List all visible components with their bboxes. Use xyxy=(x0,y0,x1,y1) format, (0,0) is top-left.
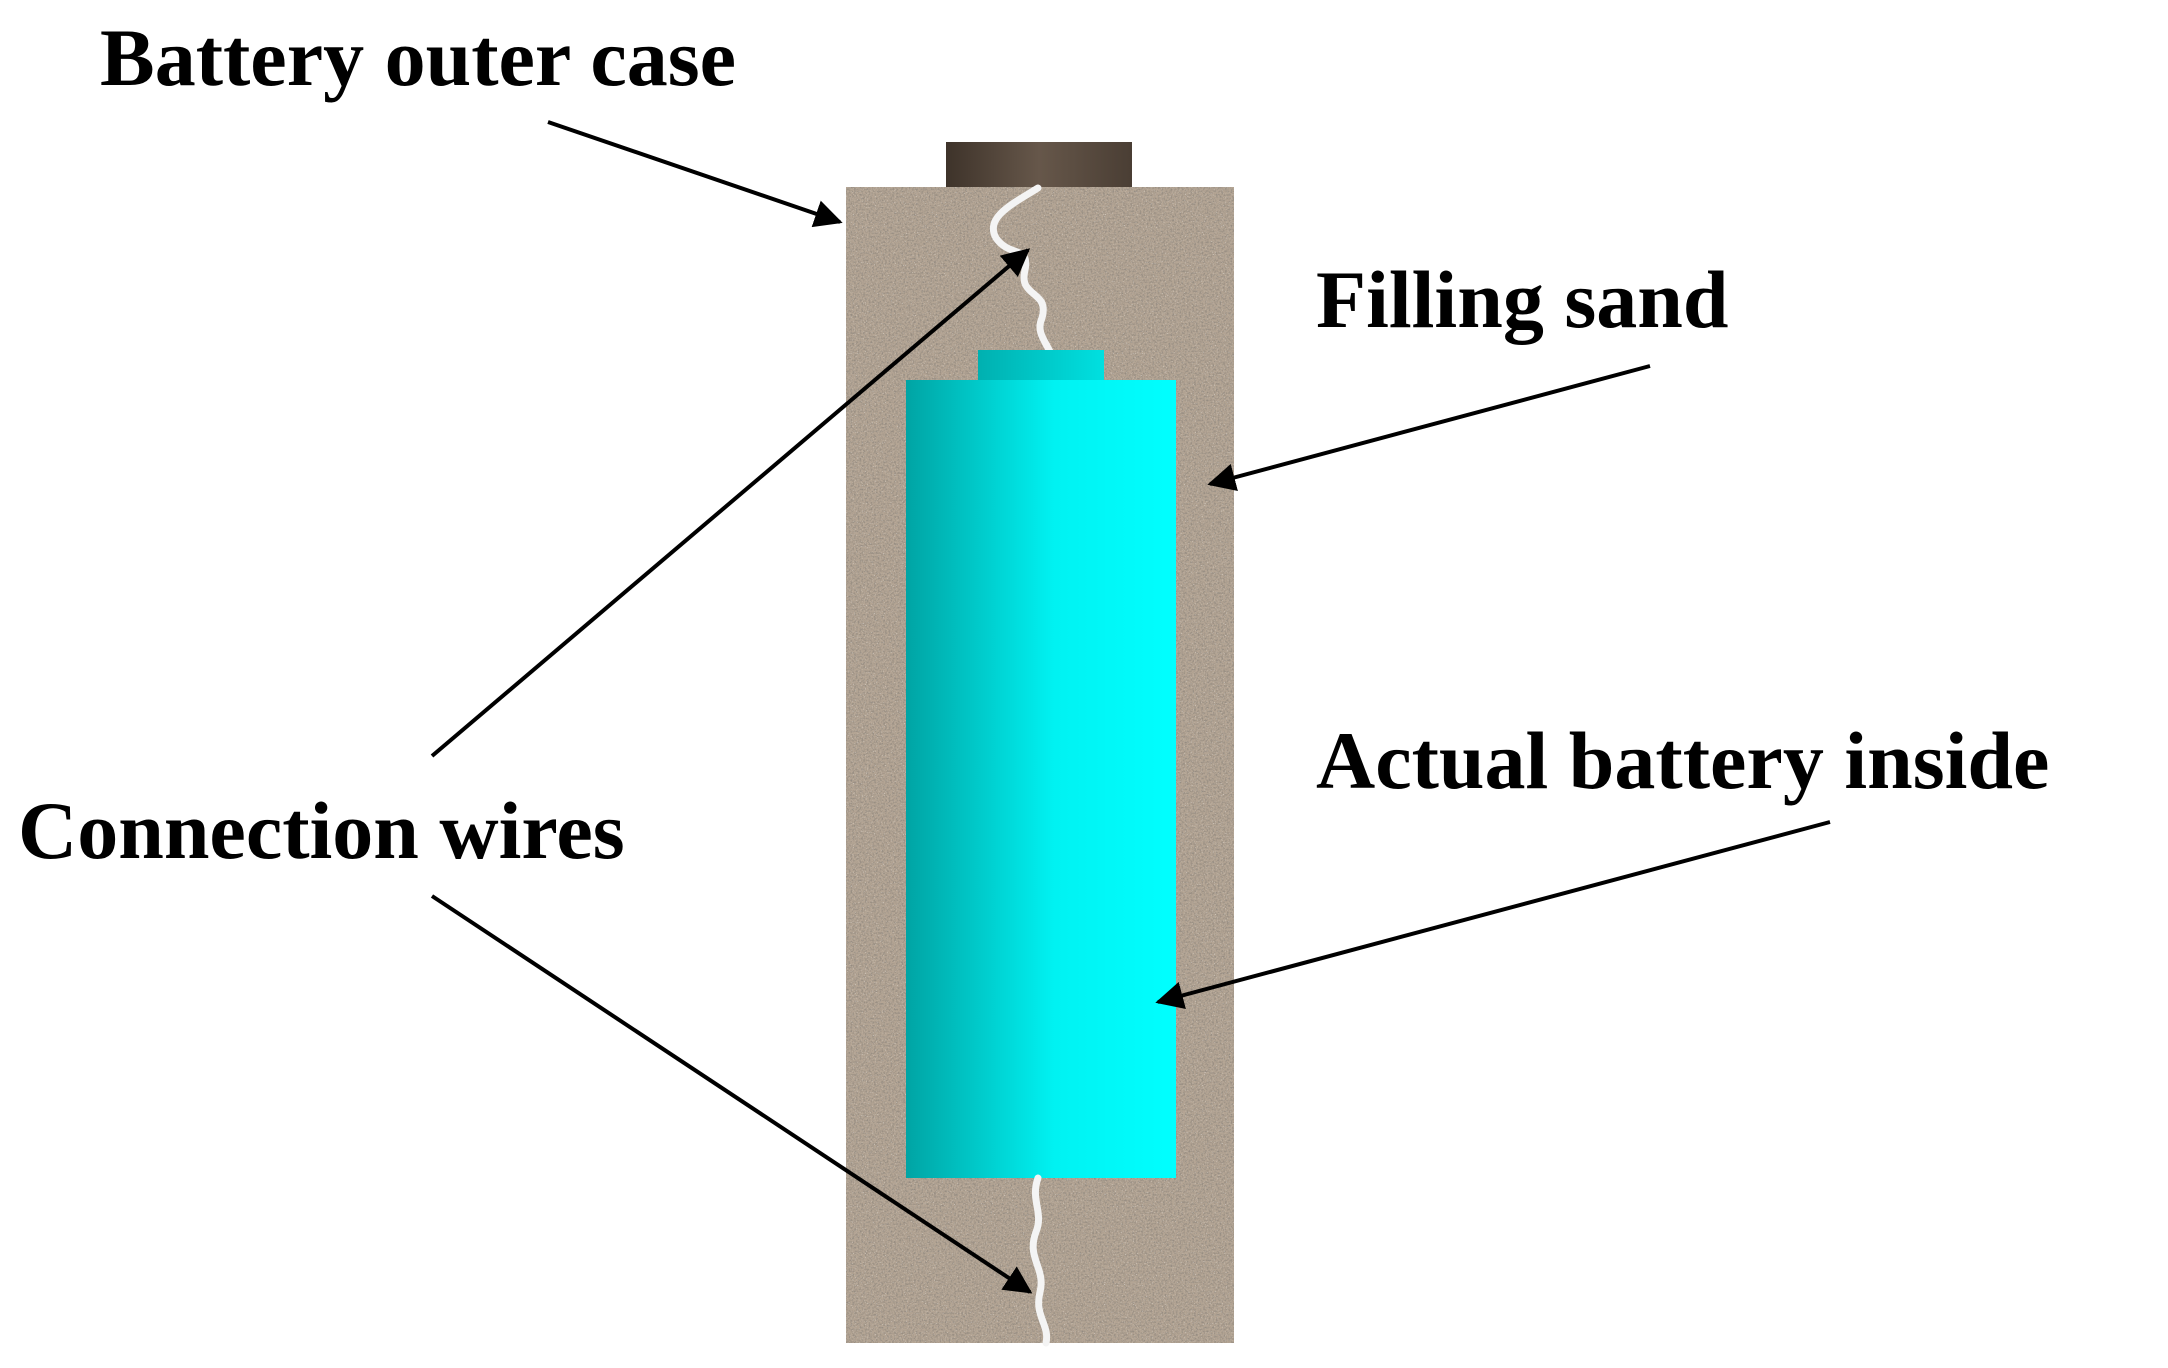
top-wire-arrow xyxy=(430,248,1031,758)
outer-case-arrow xyxy=(547,120,843,228)
bottom-wire-arrow xyxy=(430,894,1033,1294)
bottom-connection-wire xyxy=(1029,1174,1051,1347)
label-filling-sand: Filling sand xyxy=(1316,254,1728,345)
battery-terminal xyxy=(978,350,1104,382)
label-actual-battery-inside: Actual battery inside xyxy=(1316,715,2049,806)
label-connection-wires: Connection wires xyxy=(18,785,625,876)
actual-battery-arrow xyxy=(1155,820,1831,1010)
filling-sand-arrow xyxy=(1207,364,1651,491)
label-battery-outer-case: Battery outer case xyxy=(100,12,736,103)
actual-battery-body xyxy=(906,380,1176,1178)
outer-case-cap xyxy=(946,142,1132,188)
